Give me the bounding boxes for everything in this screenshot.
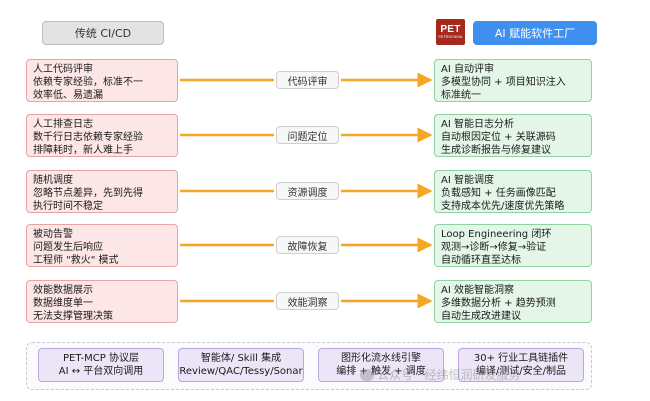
ai-line: 负载感知 + 任务画像匹配 [441,188,556,199]
chip-title: PET-MCP 协议层 [63,353,139,364]
ai-box-code-review: AI 自动评审 多模型协同 + 项目知识注入 标准统一 [434,59,592,102]
traditional-line: 排障耗时，新人难上手 [33,145,133,156]
stage-pill-efficiency-insight: 效能洞察 [276,292,339,310]
stage-pill-code-review: 代码评审 [276,71,339,89]
ai-line: 自动循环直至达标 [441,255,521,266]
watermark-text: 公众号 · 经纬恒润研发服务 [377,368,521,382]
traditional-box-code-review: 人工代码评审 依赖专家经验，标准不一 效率低、易遗漏 [26,59,178,102]
pet-logo-text: PET [440,23,461,35]
wechat-watermark: 公众号 · 经纬恒润研发服务 [360,366,520,383]
ai-line: 观测→诊断→修复→验证 [441,242,547,253]
ai-line: AI 智能日志分析 [441,119,514,130]
ai-line: 自动根因定位 + 关联源码 [441,132,556,143]
traditional-line: 数千行日志依赖专家经验 [33,132,143,143]
ai-line: AI 自动评审 [441,64,494,75]
ai-line: 自动生成改进建议 [441,311,521,322]
chip-subtitle: Review/QAC/Tessy/Sonar [179,366,303,377]
traditional-box-fault-recovery: 被动告警 问题发生后响应 工程师 "救火" 模式 [26,224,178,267]
ai-line: 多模型协同 + 项目知识注入 [441,77,566,88]
traditional-line: 效率低、易遗漏 [33,90,103,101]
traditional-line: 被动告警 [33,229,73,240]
stage-pill-fault-recovery: 故障恢复 [276,236,339,254]
stage-pill-problem-locate: 问题定位 [276,126,339,144]
traditional-line: 随机调度 [33,175,73,186]
ai-line: 支持成本优先/速度优先策略 [441,201,565,212]
traditional-line: 问题发生后响应 [33,242,103,253]
traditional-line: 效能数据展示 [33,285,93,296]
ai-box-resource-scheduling: AI 智能调度 负载感知 + 任务画像匹配 支持成本优先/速度优先策略 [434,170,592,213]
traditional-line: 工程师 "救火" 模式 [33,255,119,266]
ai-line: AI 智能调度 [441,175,494,186]
chip-pipeline-engine: 图形化流水线引擎 编排 + 触发 + 调度 [318,348,444,382]
pet-logo-subtext: PETROCHINA [438,34,463,39]
ai-software-factory-header: AI 赋能软件工厂 [473,21,597,45]
wechat-icon [360,368,374,381]
ai-line: 多维数据分析 + 趋势预测 [441,298,556,309]
ai-line: 标准统一 [441,90,481,101]
chip-subtitle: 编排 + 触发 + 调度 [336,366,426,377]
traditional-line: 忽略节点差异，先到先得 [33,188,143,199]
traditional-line: 数据维度单一 [33,298,93,309]
ai-box-problem-locate: AI 智能日志分析 自动根因定位 + 关联源码 生成诊断报告与修复建议 [434,114,592,157]
chip-subtitle: 编译/测试/安全/制品 [475,366,567,377]
chip-pet-mcp: PET-MCP 协议层 AI ↔ 平台双向调用 [38,348,164,382]
traditional-box-resource-scheduling: 随机调度 忽略节点差异，先到先得 执行时间不稳定 [26,170,178,213]
stage-pill-resource-scheduling: 资源调度 [276,182,339,200]
chip-toolchain-plugins: 30+ 行业工具链插件 编译/测试/安全/制品 [458,348,584,382]
ai-line: AI 效能智能洞察 [441,285,514,296]
chip-title: 30+ 行业工具链插件 [473,353,569,364]
traditional-line: 人工代码评审 [33,64,93,75]
traditional-box-problem-locate: 人工排查日志 数千行日志依赖专家经验 排障耗时，新人难上手 [26,114,178,157]
traditional-line: 依赖专家经验，标准不一 [33,77,143,88]
ai-box-efficiency-insight: AI 效能智能洞察 多维数据分析 + 趋势预测 自动生成改进建议 [434,280,592,323]
traditional-line: 无法支撑管理决策 [33,311,113,322]
chip-title: 智能体/ Skill 集成 [200,353,282,364]
chip-agent-skill: 智能体/ Skill 集成 Review/QAC/Tessy/Sonar [178,348,304,382]
ai-line: Loop Engineering 闭环 [441,229,552,240]
ai-line: 生成诊断报告与修复建议 [441,145,551,156]
chip-title: 图形化流水线引擎 [341,353,421,364]
traditional-line: 执行时间不稳定 [33,201,103,212]
pet-logo: PET PETROCHINA [436,19,465,45]
traditional-box-efficiency-insight: 效能数据展示 数据维度单一 无法支撑管理决策 [26,280,178,323]
chip-subtitle: AI ↔ 平台双向调用 [58,366,144,377]
traditional-cicd-header: 传统 CI/CD [42,21,164,45]
ai-box-fault-recovery: Loop Engineering 闭环 观测→诊断→修复→验证 自动循环直至达标 [434,224,592,267]
traditional-line: 人工排查日志 [33,119,93,130]
